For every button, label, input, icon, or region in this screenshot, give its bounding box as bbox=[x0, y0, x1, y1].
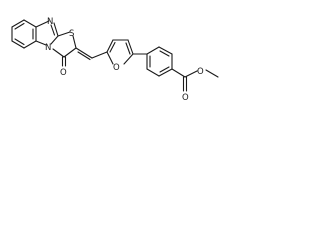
ester-group bbox=[171, 68, 219, 92]
atom-o-furan: O bbox=[113, 63, 120, 73]
keto-carbonyl-bond bbox=[61, 56, 67, 67]
atom-o-ester: O bbox=[197, 67, 204, 77]
thiazole-ring bbox=[52, 31, 77, 58]
methylidene-bond bbox=[75, 47, 108, 61]
benzene-ring-para bbox=[146, 46, 173, 77]
atom-o-keto: O bbox=[60, 68, 67, 78]
furan-ring bbox=[106, 39, 134, 65]
imidazole-ring bbox=[35, 20, 59, 46]
atom-n-top: N bbox=[47, 17, 53, 27]
chemical-structure: N S N O O O O bbox=[11, 17, 219, 103]
atom-s: S bbox=[69, 29, 74, 39]
atom-n-fused: N bbox=[45, 43, 51, 53]
atom-o-carbonyl: O bbox=[182, 93, 189, 103]
benzene-ring-fused bbox=[11, 19, 37, 49]
atom-labels: N S N O O O O bbox=[45, 17, 204, 103]
